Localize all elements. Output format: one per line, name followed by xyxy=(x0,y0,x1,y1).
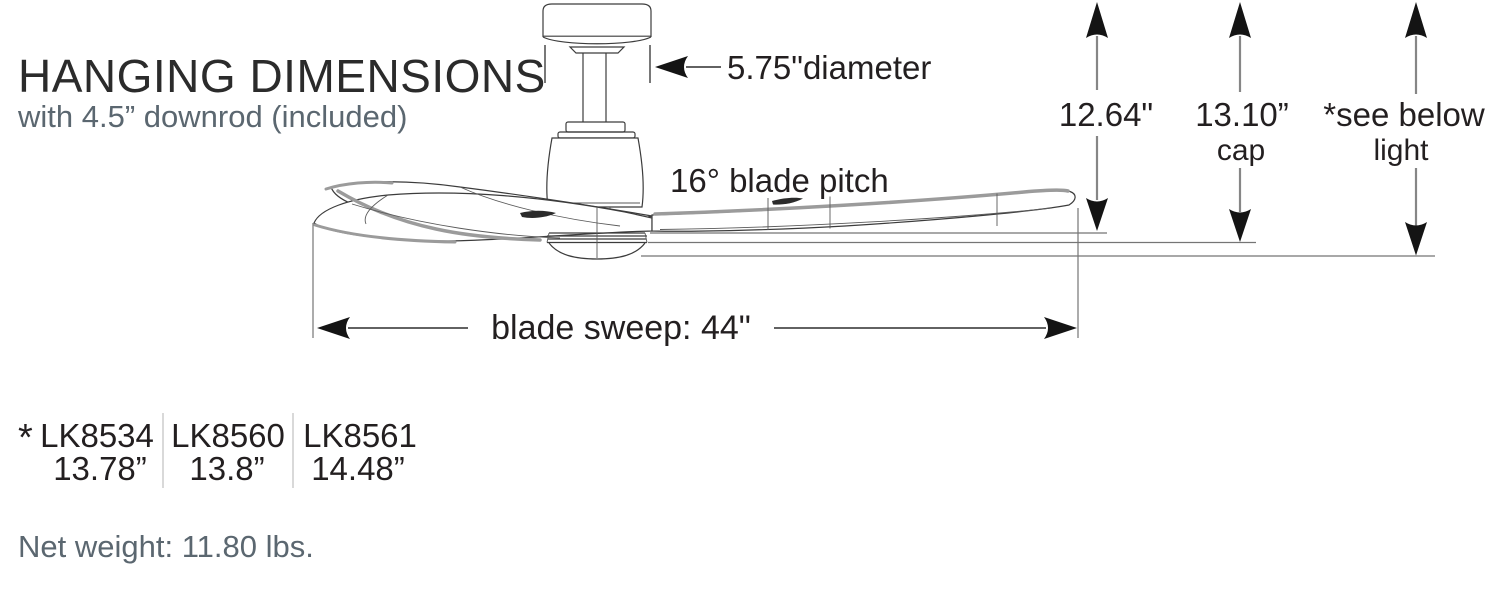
down-arrowhead-icon xyxy=(1229,209,1251,242)
downrod xyxy=(582,53,607,122)
note-marker: * xyxy=(18,417,33,459)
model-height: 14.48” xyxy=(311,450,405,487)
height-light-sub: light xyxy=(1373,134,1429,167)
dim-height-cap: 13.10” cap xyxy=(1195,2,1289,242)
down-arrowhead-icon xyxy=(1086,198,1108,231)
reference-lines xyxy=(312,45,1435,338)
model-height: 13.78” xyxy=(53,450,147,487)
dim-height-light: *see below light xyxy=(1323,2,1485,256)
height-cap-sub: cap xyxy=(1217,134,1265,167)
up-arrowhead-icon xyxy=(1086,2,1108,38)
net-weight-label: Net weight: 11.80 lbs. xyxy=(18,529,314,564)
blade-pitch-label: 16° blade pitch xyxy=(670,162,889,199)
right-blade xyxy=(651,188,1076,232)
model-name: LK8560 xyxy=(171,417,285,454)
motor-housing xyxy=(546,137,644,208)
diameter-label: 5.75"diameter xyxy=(727,49,931,86)
right-arrowhead-icon xyxy=(1044,317,1077,339)
up-arrowhead-icon xyxy=(1405,2,1427,38)
light-kit-table: * LK8534 13.78” LK8560 13.8” LK8561 14.4… xyxy=(18,413,417,488)
table-col-3: LK8561 14.48” xyxy=(303,417,417,487)
left-arrowhead-icon xyxy=(317,317,350,339)
height-light-value: *see below xyxy=(1323,96,1485,133)
table-col-1: LK8534 13.78” xyxy=(40,417,154,487)
canopy xyxy=(542,3,652,54)
up-arrowhead-icon xyxy=(1229,2,1251,38)
table-col-2: LK8560 13.8” xyxy=(171,417,285,487)
down-arrowhead-icon xyxy=(1405,222,1427,256)
left-arrowhead-icon xyxy=(655,56,688,78)
fan-illustration xyxy=(313,3,1076,260)
diameter-callout: 5.75"diameter xyxy=(655,49,931,86)
blade-sweep-label: blade sweep: 44" xyxy=(491,309,751,347)
model-height: 13.8” xyxy=(189,450,264,487)
model-name: LK8561 xyxy=(303,417,417,454)
height-blades-value: 12.64" xyxy=(1059,96,1153,133)
dim-height-blades: 12.64" xyxy=(1059,2,1153,231)
light-cap xyxy=(546,207,648,260)
height-cap-value: 13.10” xyxy=(1195,96,1289,133)
downrod-coupler xyxy=(557,121,636,139)
model-name: LK8534 xyxy=(40,417,154,454)
page-title: HANGING DIMENSIONS xyxy=(18,50,546,102)
page-subtitle: with 4.5” downrod (included) xyxy=(17,99,407,134)
left-blades xyxy=(313,180,653,244)
dim-blade-sweep: blade sweep: 44" xyxy=(317,309,1077,347)
